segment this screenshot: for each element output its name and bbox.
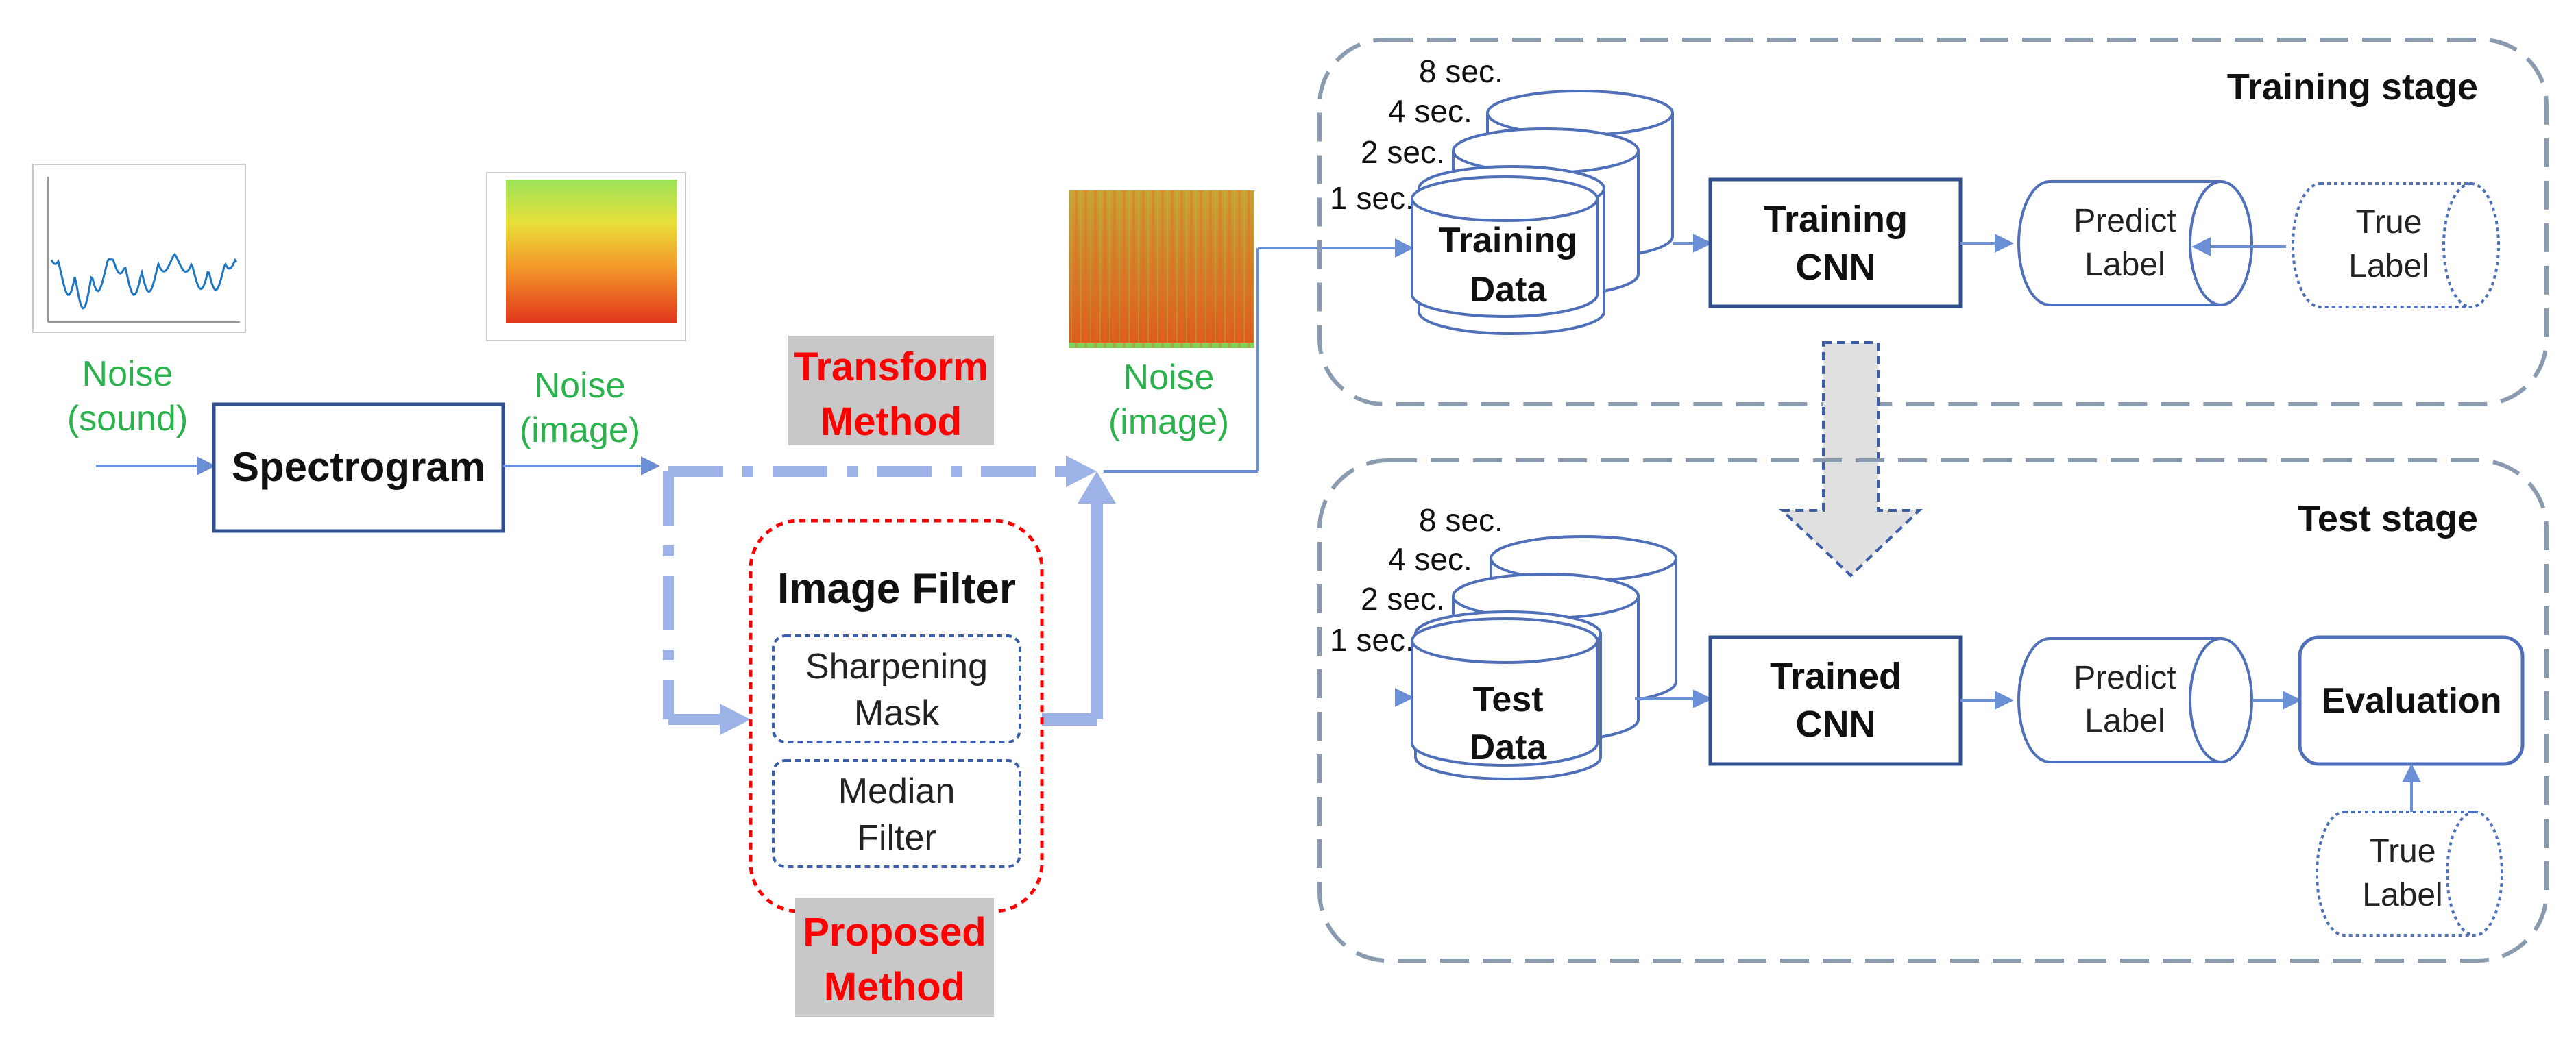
proposed-method-line1: Proposed: [803, 910, 986, 954]
noise-image-label-1-line1: Noise: [535, 366, 626, 406]
test-true-line1: True: [2370, 833, 2436, 869]
training-predict-shape[interactable]: [2017, 180, 2253, 306]
noise-sound-label-line2: (sound): [67, 399, 188, 438]
transform-path: [663, 466, 1069, 725]
proposed-highlight: [795, 898, 994, 1017]
trained-cnn-line1: Trained: [1770, 656, 1901, 697]
transform-method-line2: Method: [821, 399, 962, 444]
noise-sound-label-line1: Noise: [82, 354, 173, 394]
sharpening-mask-box[interactable]: [772, 634, 1021, 743]
filter-in-arrowhead: [720, 704, 751, 735]
transform-highlight: [788, 336, 994, 445]
training-duration-1: 1 sec.: [1330, 180, 1414, 216]
spectrogram-box: [212, 402, 505, 533]
test-predict-shape[interactable]: [2017, 637, 2253, 763]
training-cnn-line1: Training: [1764, 199, 1908, 240]
training-stage-title: Training stage: [2227, 66, 2478, 108]
test-true-line2: Label: [2362, 877, 2442, 913]
training-stage-box: [1317, 38, 2549, 406]
training-data-line1: Training: [1439, 221, 1577, 260]
training-predict-line1: Predict: [2074, 203, 2176, 239]
training-duration-8: 8 sec.: [1419, 53, 1503, 89]
median-filter-box[interactable]: [772, 759, 1021, 868]
test-stage-title: Test stage: [2298, 498, 2478, 539]
test-predict-line1: Predict: [2074, 660, 2176, 696]
spectrogram-image-1: [486, 172, 686, 341]
evaluation-label: Evaluation: [2322, 681, 2502, 721]
training-true-line1: True: [2356, 204, 2422, 240]
spectrogram-image-2: [1069, 190, 1254, 348]
training-true-shape[interactable]: [2292, 182, 2500, 308]
test-true-shape[interactable]: [2316, 811, 2503, 937]
test-data-line1: Test: [1472, 680, 1543, 719]
image-filter-title: Image Filter: [777, 565, 1016, 613]
proposed-method-line2: Method: [824, 965, 965, 1009]
transform-arrowhead: [1066, 456, 1097, 487]
test-duration-2: 2 sec.: [1361, 581, 1445, 617]
sharpening-mask-line1: Sharpening: [805, 647, 988, 687]
transform-method-line1: Transform: [794, 345, 988, 389]
filter-out-arrowhead: [1078, 471, 1116, 504]
test-stage-box: [1317, 458, 2549, 963]
training-predict-line2: Label: [2085, 247, 2165, 283]
test-data-line2: Data: [1470, 728, 1548, 767]
median-filter-line2: Filter: [857, 818, 936, 858]
noise-image-label-2-line1: Noise: [1123, 358, 1215, 397]
training-duration-2: 2 sec.: [1361, 134, 1445, 170]
trained-cnn-box[interactable]: [1708, 635, 1963, 766]
noise-image-label-1-line2: (image): [520, 410, 640, 450]
training-true-line2: Label: [2348, 248, 2429, 284]
stage-transition-arrow: [1778, 341, 1923, 578]
filter-out-path: [1035, 504, 1103, 726]
test-predict-line2: Label: [2085, 703, 2165, 739]
sharpening-mask-line2: Mask: [854, 693, 940, 733]
test-duration-4: 4 sec.: [1388, 541, 1472, 577]
test-duration-8: 8 sec.: [1419, 502, 1503, 538]
test-duration-1: 1 sec.: [1330, 622, 1414, 658]
trained-cnn-line2: CNN: [1796, 704, 1876, 745]
training-duration-4: 4 sec.: [1388, 93, 1472, 129]
training-data-cylinders[interactable]: [1411, 90, 1674, 335]
training-data-line2: Data: [1470, 270, 1548, 310]
noise-image-label-2-line2: (image): [1108, 402, 1229, 442]
waveform-image: [32, 164, 246, 333]
spectrogram-label: Spectrogram: [232, 444, 485, 490]
test-data-cylinders[interactable]: [1411, 535, 1677, 780]
training-cnn-line2: CNN: [1796, 247, 1876, 288]
to-training-connector: [1104, 238, 1414, 473]
median-filter-line1: Median: [838, 771, 956, 811]
